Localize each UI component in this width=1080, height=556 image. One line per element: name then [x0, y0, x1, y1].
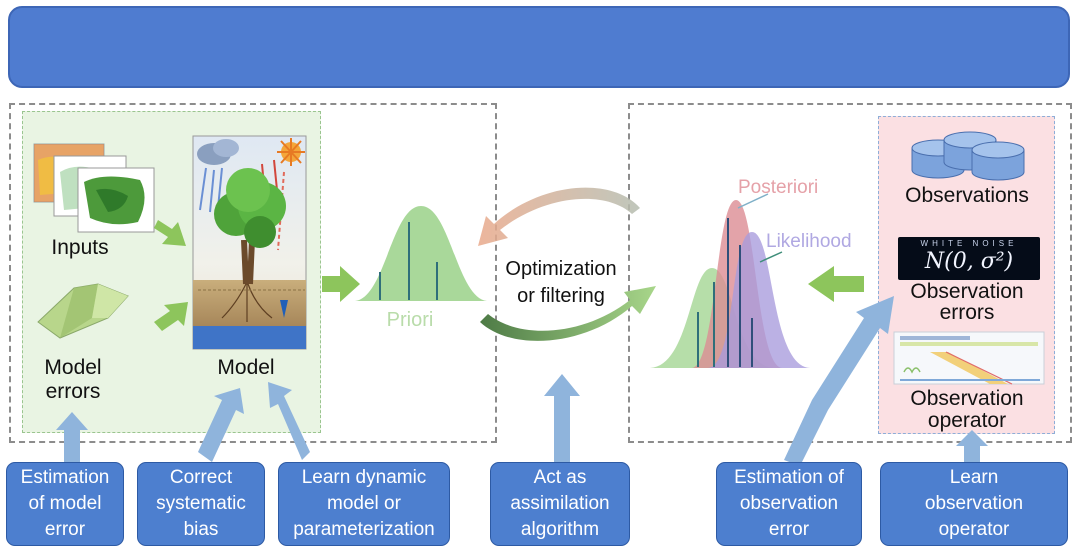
model-to-priori-arrow: [322, 266, 360, 302]
database-icon: [911, 131, 1025, 181]
learn-observation-operator-button[interactable]: Learn observation operator: [880, 462, 1068, 546]
estimation-of-observation-error-button[interactable]: Estimation of observation error: [716, 462, 862, 546]
noise-image: WHITE NOISE N(0, σ²): [898, 237, 1040, 280]
observations-label: Observations: [905, 184, 1029, 207]
radiative-transfer-icon: [893, 331, 1045, 385]
estimation-of-model-error-label: Estimation of model error: [20, 467, 110, 540]
likelihood-label: Likelihood: [766, 231, 852, 252]
priori-curve: [355, 206, 487, 301]
noise-title: WHITE NOISE: [920, 239, 1018, 248]
estimation-observation-error-arrow: [784, 296, 894, 466]
input-to-model-arrow: [154, 220, 186, 246]
noise-equation: N(0, σ²): [924, 249, 1014, 274]
correct-systematic-bias-label: Correct systematic bias: [156, 467, 246, 540]
learn-observation-operator-label: Learn observation operator: [924, 467, 1024, 540]
estimation-model-error-arrow: [56, 412, 88, 462]
inputs-label: Inputs: [51, 236, 109, 259]
act-as-algorithm-arrow: [544, 374, 580, 462]
model-label: Model: [217, 356, 275, 379]
learn-dynamic-model-arrow: [268, 382, 310, 460]
observation-section-box: [628, 103, 1072, 443]
learn-observation-operator-arrow: [956, 430, 988, 462]
act-as-assimilation-algorithm-label: Act as assimilation algorithm: [510, 467, 610, 540]
observation-errors-label: Observation errors: [910, 280, 1024, 324]
map-icon: [33, 143, 155, 233]
model-errors-label: Model errors: [44, 356, 102, 403]
tree-icon: [192, 135, 307, 350]
correct-bias-arrow: [198, 388, 244, 462]
estimation-of-model-error-button[interactable]: Estimation of model error: [6, 462, 124, 546]
priori-label: Priori: [386, 309, 434, 331]
observations-to-posterior-arrow: [808, 266, 864, 302]
header-bar: [8, 6, 1070, 88]
errors-to-model-arrow: [154, 302, 188, 331]
act-as-assimilation-algorithm-button[interactable]: Act as assimilation algorithm: [490, 462, 630, 546]
correct-systematic-bias-button[interactable]: Correct systematic bias: [137, 462, 265, 546]
optimization-cycle-bottom-arrow: [480, 286, 656, 341]
posterior-likelihood-curves: [650, 193, 810, 368]
terrain-icon: [37, 283, 129, 339]
optimization-label: Optimization or filtering: [505, 258, 617, 307]
learn-dynamic-model-button[interactable]: Learn dynamic model or parameterization: [278, 462, 450, 546]
model-section-box: [9, 103, 497, 443]
optimization-cycle-top-arrow: [478, 187, 640, 246]
estimation-of-observation-error-label: Estimation of observation error: [734, 467, 844, 540]
learn-dynamic-model-label: Learn dynamic model or parameterization: [293, 467, 435, 540]
observation-operator-label: Observation operator: [910, 387, 1024, 432]
posteriori-label: Posteriori: [738, 177, 819, 198]
